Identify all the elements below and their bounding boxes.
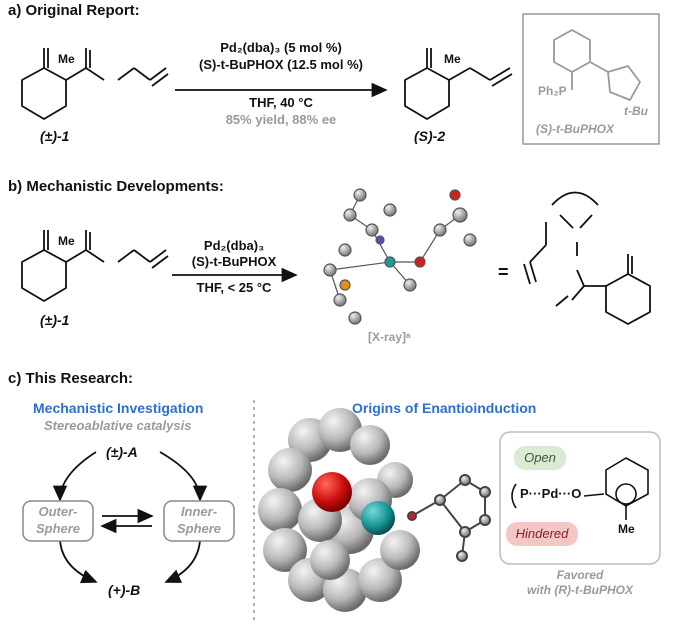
section-b-title: b) Mechanistic Developments: [8,178,224,195]
hindered-label: Hindered [515,526,569,541]
product-label-a: (S)-2 [414,128,446,144]
ligand-structure [553,29,641,101]
pd-model-label: P···Pd···O [520,486,582,501]
origins-title: Origins of Enantioinduction [352,400,537,416]
tbu-label: t-Bu [624,104,648,118]
top-label: (±)-A [106,444,138,460]
cond-b-3: THF, < 25 °C [196,280,272,295]
inner-label-1: Inner- [180,504,218,519]
cond-b-1: Pd₂(dba)₃ [203,238,265,253]
me-label-a2: Me [444,52,461,66]
inner-label-2: Sphere [176,521,222,536]
cond-a-2: (S)-t-BuPHOX (12.5 mol %) [199,57,363,72]
ligand-box [522,13,660,145]
section-c-title: c) This Research: [8,370,134,387]
molecule-sm-a [21,48,169,120]
sm-label-a: (±)-1 [40,128,70,144]
me-label-b: Me [58,234,75,248]
me-label-a1: Me [58,52,75,66]
xray-label: [X-ray]ᵃ [368,330,411,344]
favored-label-2: with (R)-t-BuPHOX [527,583,633,597]
outer-label-2: Sphere [35,521,81,536]
cond-a-3: THF, 40 °C [249,95,313,110]
open-pill [514,446,566,470]
ligand-label: (S)-t-BuPHOX [536,122,614,136]
outer-sphere-box [22,500,94,542]
me-label-c: Me [618,522,635,536]
favored-label-1: Favored [556,568,604,582]
equals-sign: = [498,262,509,282]
cond-a-1: Pd₂(dba)₃ (5 mol %) [220,40,342,55]
mech-title: Mechanistic Investigation [33,400,204,416]
open-label: Open [524,450,556,465]
ball-stick-fragment [407,474,491,562]
section-a-title: a) Original Report: [8,2,140,19]
pd-complex-drawing [523,191,651,325]
xray-structure [323,188,477,325]
bottom-label: (+)-B [108,582,141,598]
catalytic-cycle [52,451,208,584]
outer-label-1: Outer- [38,504,78,519]
inner-sphere-box [163,500,235,542]
cond-b-2: (S)-t-BuPHOX [191,254,277,269]
hindered-pill [506,522,578,546]
molecule-product-a [404,48,513,120]
mech-subtitle: Stereoablative catalysis [44,418,192,433]
molecule-sm-b [21,230,169,302]
ph2p-label: Ph₂P [538,84,567,98]
model-drawing [511,457,649,520]
space-filling-model [258,408,420,612]
cond-a-4: 85% yield, 88% ee [225,112,337,127]
sm-label-b: (±)-1 [40,312,70,328]
